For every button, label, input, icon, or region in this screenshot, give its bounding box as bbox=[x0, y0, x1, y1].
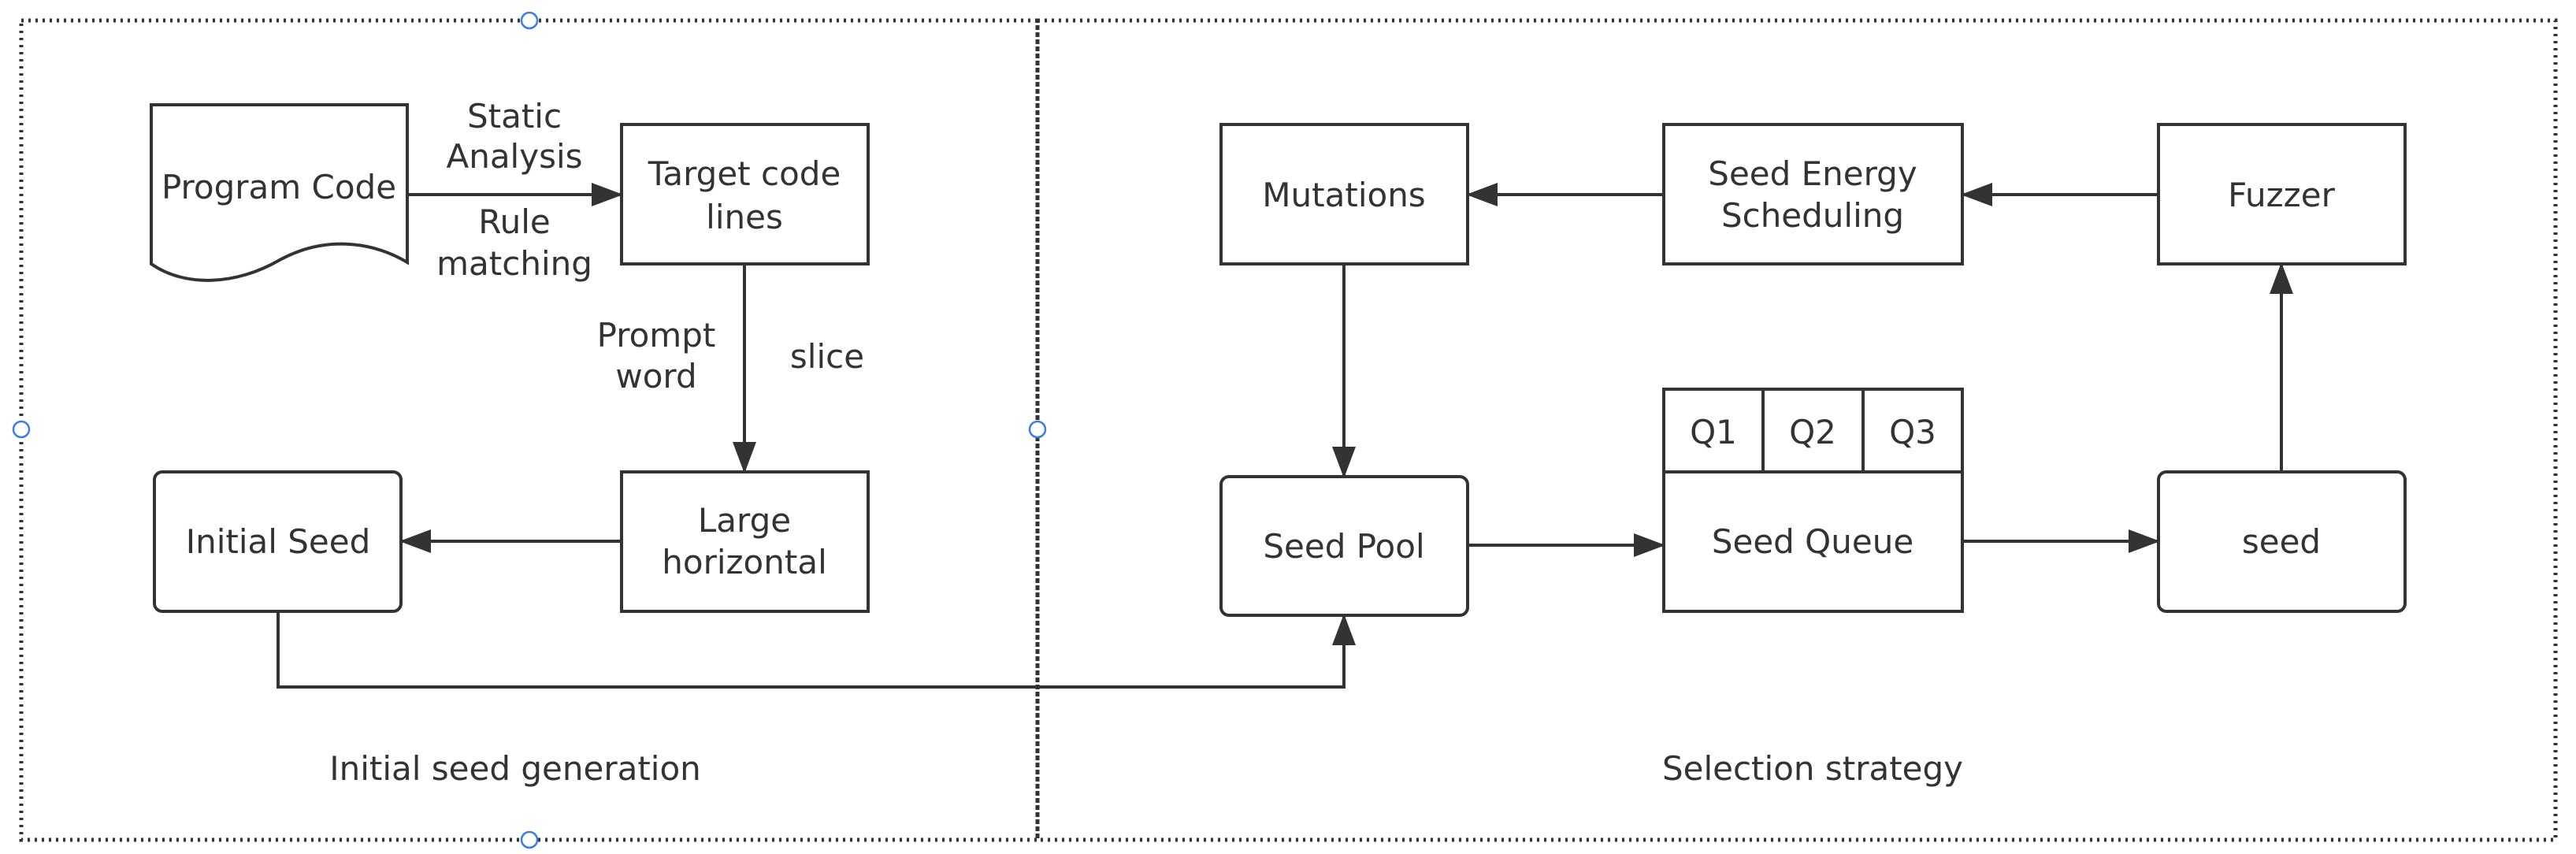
node-initial-seed-label: Initial Seed bbox=[186, 522, 371, 561]
node-seed[interactable]: seed bbox=[2157, 470, 2407, 613]
selection-handle-top[interactable] bbox=[520, 11, 539, 30]
edge-label-prompt-word-2: word bbox=[615, 357, 696, 395]
node-mutations[interactable]: Mutations bbox=[1219, 123, 1469, 265]
node-seed-pool-label: Seed Pool bbox=[1263, 527, 1424, 566]
node-seed-energy-scheduling-label-1: Seed Energy bbox=[1708, 154, 1917, 193]
panel-frame-selection-strategy bbox=[1035, 18, 2558, 842]
selection-handle-bottom[interactable] bbox=[520, 830, 539, 849]
edge-label-prompt-word-1: Prompt bbox=[597, 316, 716, 355]
node-seed-energy-scheduling-box bbox=[1662, 123, 1964, 265]
node-seed-queue-label: Seed Queue bbox=[1712, 522, 1913, 561]
node-large-horizontal-label-1: Large bbox=[698, 501, 791, 540]
node-program-code[interactable]: Program Code bbox=[150, 103, 409, 282]
node-target-code-lines-label-2: lines bbox=[706, 198, 783, 236]
node-fuzzer-box bbox=[2157, 123, 2407, 265]
edge-label-rule-matching-1: Rule bbox=[478, 202, 550, 241]
selection-handle-right[interactable] bbox=[1028, 420, 1047, 439]
queue-slot-q3-label: Q3 bbox=[1889, 413, 1936, 451]
panel-caption-selection-strategy: Selection strategy bbox=[1662, 749, 1963, 788]
node-fuzzer[interactable]: Fuzzer bbox=[2157, 123, 2407, 265]
queue-slot-q2-label: Q2 bbox=[1789, 413, 1836, 451]
node-mutations-label: Mutations bbox=[1262, 176, 1425, 214]
node-initial-seed[interactable]: Initial Seed bbox=[153, 470, 403, 613]
node-program-code-label: Program Code bbox=[161, 168, 396, 206]
panel-caption-initial-seed-generation: Initial seed generation bbox=[329, 749, 701, 788]
edge-label-slice: slice bbox=[790, 337, 864, 376]
queue-slot-q3[interactable] bbox=[1861, 388, 1964, 473]
selection-handle-left[interactable] bbox=[12, 420, 31, 439]
edge-initial-seed-to-seed-pool[interactable] bbox=[277, 611, 1356, 689]
node-fuzzer-label: Fuzzer bbox=[2228, 176, 2335, 214]
queue-slots: Q1 Q2 Q3 bbox=[1662, 388, 1964, 473]
edge-label-rule-matching-2: matching bbox=[436, 244, 592, 283]
node-large-horizontal-box bbox=[620, 470, 870, 613]
node-seed-energy-scheduling[interactable]: Seed Energy Scheduling bbox=[1662, 123, 1964, 265]
node-seed-energy-scheduling-label-2: Scheduling bbox=[1721, 196, 1904, 235]
queue-slot-q1[interactable] bbox=[1662, 388, 1765, 473]
node-seed-pool[interactable]: Seed Pool bbox=[1219, 475, 1469, 617]
node-seed-label: seed bbox=[2242, 522, 2321, 561]
queue-slot-q1-label: Q1 bbox=[1690, 413, 1737, 451]
node-large-horizontal[interactable]: Large horizontal bbox=[620, 470, 870, 613]
node-target-code-lines-box bbox=[620, 123, 870, 265]
edge-label-static-analysis-1: Static bbox=[467, 97, 562, 136]
node-seed-queue[interactable]: Seed Queue bbox=[1662, 470, 1964, 613]
node-large-horizontal-label-2: horizontal bbox=[662, 543, 827, 581]
node-target-code-lines[interactable]: Target code lines bbox=[620, 123, 870, 265]
node-target-code-lines-label-1: Target code bbox=[648, 154, 841, 193]
edge-label-static-analysis-2: Analysis bbox=[446, 137, 582, 176]
document-shape bbox=[150, 103, 409, 282]
